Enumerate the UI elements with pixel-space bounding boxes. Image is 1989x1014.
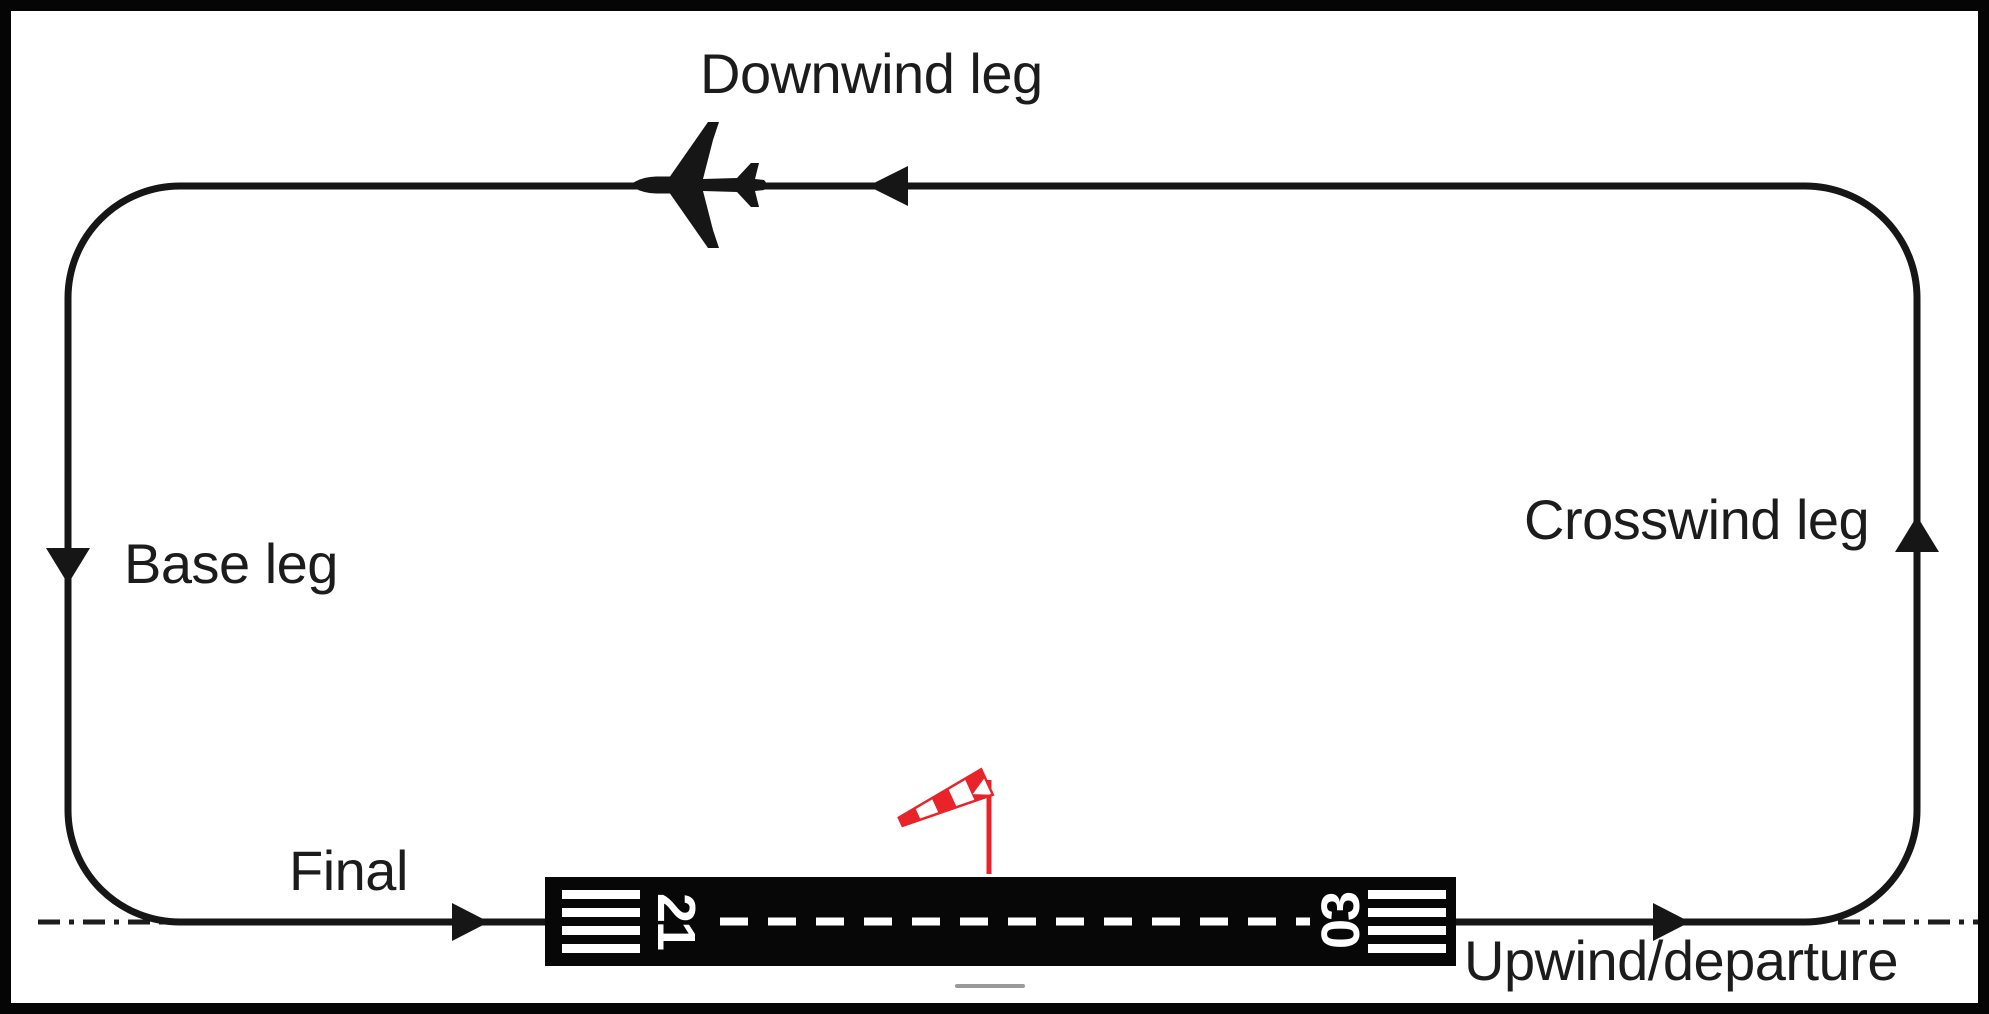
threshold-stripe — [1368, 890, 1446, 899]
threshold-stripe — [562, 944, 640, 953]
runway-number-21: 21 — [646, 892, 706, 950]
final-arrow-icon — [452, 903, 489, 941]
windsock-cone-outline — [897, 767, 995, 828]
circuit-path — [64, 182, 1921, 926]
label-upwind-departure: Upwind/departure — [1464, 929, 1899, 992]
label-base-leg: Base leg — [124, 532, 338, 595]
sock-stripe-red — [963, 769, 993, 804]
upwind-arrow-icon — [1653, 903, 1690, 941]
threshold-stripe — [1368, 926, 1446, 935]
runway-threshold-right — [1368, 890, 1446, 953]
threshold-stripe — [1368, 908, 1446, 917]
label-downwind-leg: Downwind leg — [700, 42, 1043, 105]
threshold-stripe — [562, 908, 640, 917]
windsock-cone — [894, 769, 993, 835]
runway — [545, 877, 1456, 966]
windsock-icon — [894, 767, 995, 874]
sock-opening-notch — [972, 777, 993, 795]
crosswind-arrow-icon — [1895, 516, 1939, 552]
label-final: Final — [289, 839, 408, 902]
threshold-stripe — [1368, 944, 1446, 953]
threshold-stripe — [562, 890, 640, 899]
runway-number-03: 03 — [1311, 892, 1371, 950]
threshold-stripe — [562, 926, 640, 935]
runway-threshold-left — [562, 890, 640, 953]
airplane-icon — [630, 122, 767, 248]
base-arrow-icon — [46, 548, 90, 584]
caption-underline — [955, 984, 1025, 988]
downwind-arrow-icon — [868, 166, 908, 206]
label-crosswind-leg: Crosswind leg — [1524, 488, 1870, 551]
